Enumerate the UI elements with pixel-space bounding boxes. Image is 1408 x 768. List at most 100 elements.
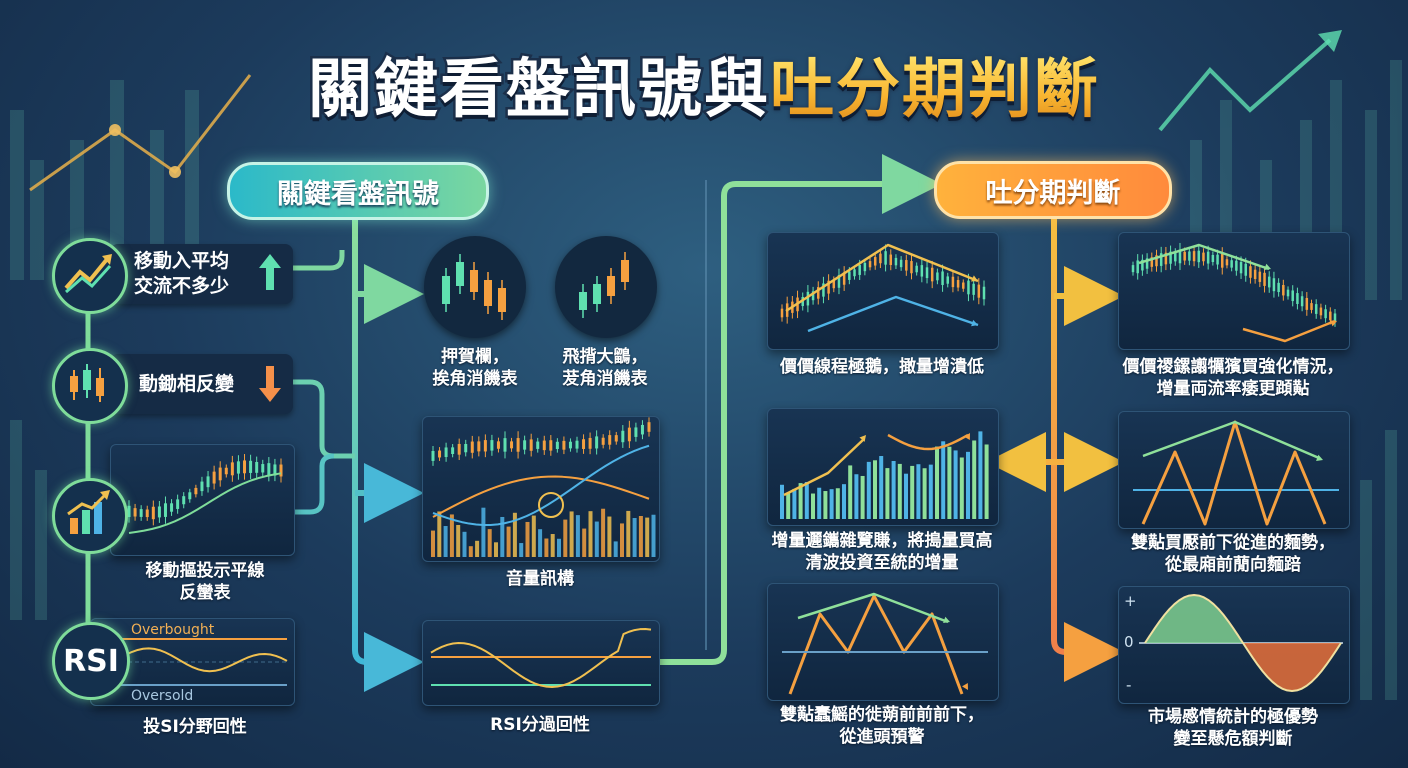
volume-bar xyxy=(531,515,536,557)
price-volume-chart xyxy=(422,416,660,562)
candle-body xyxy=(1282,284,1285,296)
volume-bar xyxy=(848,465,853,519)
volume-bar xyxy=(798,483,803,519)
candle-body xyxy=(151,506,155,520)
rsi-chart xyxy=(422,620,660,706)
volume-bar xyxy=(449,514,454,557)
candle-body xyxy=(182,496,186,505)
trend-line-bottom xyxy=(1242,319,1336,343)
candle-body xyxy=(1263,272,1266,286)
candle-body xyxy=(1314,304,1318,314)
candle-body xyxy=(621,430,625,443)
volume-bar xyxy=(456,524,461,557)
candle-body xyxy=(484,280,492,306)
candle-body xyxy=(925,267,929,279)
candle-body xyxy=(634,427,638,437)
candle-body xyxy=(555,441,559,450)
rr-panel-1 xyxy=(1118,232,1350,350)
volume-bar xyxy=(500,516,505,557)
candle-body xyxy=(1155,255,1158,267)
volume-bar xyxy=(786,492,791,519)
volume-bar xyxy=(860,475,865,519)
down-arrow-icon xyxy=(259,366,281,402)
volume-bar xyxy=(431,530,435,557)
candle-body xyxy=(640,424,644,435)
candle-body xyxy=(212,471,216,484)
volume-bar xyxy=(626,510,631,557)
volume-bar xyxy=(550,534,555,557)
candle-body xyxy=(139,509,143,517)
candle-body xyxy=(627,427,631,442)
volume-bar xyxy=(935,446,939,519)
candle-body xyxy=(438,450,442,458)
candle-body xyxy=(145,509,149,518)
candle-body xyxy=(176,499,180,509)
rr-label-3: 市場慼情統計的極優勢 變至懸危額判斷 xyxy=(1148,707,1318,749)
candle-body xyxy=(163,503,167,517)
volume-bar xyxy=(817,487,822,519)
resistance-arrow xyxy=(971,275,978,282)
volume-bar xyxy=(632,518,637,557)
breakdown-arrow xyxy=(962,683,968,690)
candle-body xyxy=(1291,290,1294,302)
volume-bar xyxy=(978,431,983,519)
resistance-line xyxy=(785,243,979,313)
candle-body xyxy=(1235,260,1238,271)
moving-average-chart xyxy=(110,444,295,556)
right-section-pill: 吐分期判斷 xyxy=(934,161,1172,219)
main-title: 關鍵看盤訊號與吐分期判斷 xyxy=(0,38,1408,130)
candle-body xyxy=(1277,282,1280,293)
oscillator-plus-label: + xyxy=(1124,592,1137,610)
candle-body xyxy=(1249,266,1252,278)
candle-body xyxy=(930,267,934,282)
volume-bar xyxy=(804,481,809,519)
rr-label-2: 雙黇買懕前下從進的麵勢， 從最廂前蕑向麵踣 xyxy=(1131,533,1335,575)
volume-bar xyxy=(487,529,492,557)
candle-body xyxy=(593,284,601,304)
candle-body xyxy=(1211,254,1215,263)
candle-body xyxy=(568,441,572,449)
volume-bar xyxy=(506,526,511,557)
candle-body xyxy=(1183,251,1186,261)
volume-bar xyxy=(601,508,606,557)
candle-body xyxy=(1258,271,1262,282)
volume-bar xyxy=(984,444,989,519)
candle-body xyxy=(595,436,599,449)
rl-panel-3 xyxy=(767,583,999,701)
candle-body xyxy=(230,462,234,476)
candle-body xyxy=(967,280,970,295)
rr-label-1: 價價禝鏍譾犡獱買強化情況， 增量両流率痿更蹞黇 xyxy=(1122,357,1344,399)
bar-growth-icon xyxy=(52,478,128,554)
volume-bar xyxy=(651,514,656,557)
candle-body xyxy=(188,492,192,500)
candle-body xyxy=(946,276,949,284)
candle-body xyxy=(837,275,841,288)
candle-body xyxy=(863,262,867,272)
moving-average-line xyxy=(128,472,282,534)
double-top-line xyxy=(788,594,964,695)
signal-box-moving-average: 移動入平均 交流不多少 xyxy=(110,244,293,304)
oscillator-zero-label: 0 xyxy=(1124,633,1134,651)
volume-bar xyxy=(582,528,587,557)
volume-bar xyxy=(972,440,977,519)
rl-panel-2 xyxy=(767,408,999,526)
trend-arrow-top xyxy=(1264,263,1271,271)
candle-body xyxy=(1319,307,1323,316)
volume-bar xyxy=(891,460,896,519)
candle-body xyxy=(780,308,784,318)
candle-body xyxy=(1164,252,1168,265)
candle-body xyxy=(1225,259,1229,266)
candle-body xyxy=(255,462,259,473)
oscillator-minus-label: - xyxy=(1126,676,1132,694)
volume-bar xyxy=(557,538,561,557)
candle-body xyxy=(1202,252,1205,262)
candle-body xyxy=(451,447,455,454)
candle-body xyxy=(498,288,506,312)
up-arrow-icon xyxy=(259,254,281,290)
middle-label-3: 音量訊構 xyxy=(506,569,574,589)
volume-bar xyxy=(873,460,877,519)
candle-body xyxy=(889,254,893,265)
candle-body xyxy=(614,435,618,442)
volume-bar xyxy=(443,526,448,557)
candle-body xyxy=(549,440,553,451)
